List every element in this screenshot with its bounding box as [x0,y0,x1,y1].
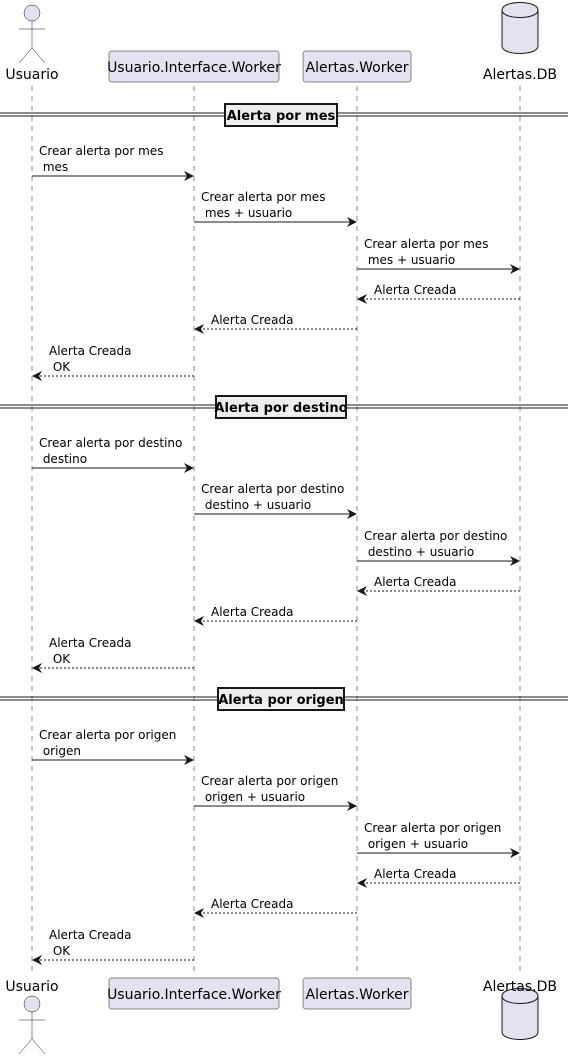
message-db-to-alertas: Alerta Creada [357,283,520,304]
message-interface-to-usuario: Alerta Creada OK [32,636,194,673]
participant-interface-top[interactable]: Usuario.Interface.Worker [107,50,281,83]
message-interface-to-usuario: Alerta Creada OK [32,344,194,381]
message-label: OK [49,944,71,958]
database-icon [501,988,539,1040]
message-label: Alerta Creada [211,605,294,619]
message-label: OK [49,652,71,666]
message-label: destino + usuario [364,545,474,559]
message-alertas-to-interface: Alerta Creada [194,897,357,918]
message-label: destino + usuario [201,498,311,512]
message-interface-to-alertas: Crear alerta por mes mes + usuario [194,190,357,227]
message-label: Crear alerta por origen [39,728,176,742]
participant-name: Alertas.DB [483,979,557,995]
participant-interface-bottom[interactable]: Usuario.Interface.Worker [107,977,281,1010]
message-label: Alerta Creada [49,636,132,650]
lifelines [31,86,521,975]
participant-name: Usuario [5,67,58,83]
participant-name: Usuario.Interface.Worker [107,987,281,1003]
message-alertas-to-interface: Alerta Creada [194,605,357,626]
message-interface-to-alertas: Crear alerta por origen origen + usuario [194,774,357,811]
message-label: destino [39,452,87,466]
message-label: Alerta Creada [374,867,457,881]
section-title: Alerta por mes [227,109,336,124]
participant-usuario-bottom[interactable]: Usuario [5,979,59,1055]
section-title: Alerta por origen [218,693,344,708]
message-interface-to-usuario: Alerta Creada OK [32,928,194,965]
message-label: mes [39,160,68,174]
message-alertas-to-db: Crear alerta por origen origen + usuario [357,821,520,858]
participants: UsuarioUsuarioUsuario.Interface.WorkerUs… [5,2,557,1055]
message-label: Crear alerta por origen [364,821,501,835]
message-label: Crear alerta por destino [201,482,344,496]
message-label: Crear alerta por destino [364,529,507,543]
participant-box [302,50,412,83]
database-icon [501,2,539,54]
section-header-box [215,395,347,419]
message-label: origen + usuario [201,790,305,804]
message-usuario-to-interface: Crear alerta por origen origen [32,728,194,765]
message-db-to-alertas: Alerta Creada [357,867,520,888]
participant-db-bottom[interactable]: Alertas.DB [483,979,557,1040]
participant-name: Alertas.Worker [306,60,409,76]
section-title: Alerta por destino [214,401,347,416]
message-label: origen [39,744,81,758]
message-label: Alerta Creada [211,897,294,911]
message-label: mes + usuario [364,253,455,267]
participant-name: Usuario [5,979,58,995]
message-db-to-alertas: Alerta Creada [357,575,520,596]
actor-icon [18,995,46,1055]
message-alertas-to-db: Crear alerta por destino destino + usuar… [357,529,520,566]
participant-box [108,50,280,83]
participant-alertas-bottom[interactable]: Alertas.Worker [302,977,412,1010]
participant-name: Usuario.Interface.Worker [107,60,281,76]
message-label: Alerta Creada [49,928,132,942]
message-interface-to-alertas: Crear alerta por destino destino + usuar… [194,482,357,519]
message-label: mes + usuario [201,206,292,220]
participant-box [108,977,280,1010]
section-header-box [217,687,345,711]
message-label: OK [49,360,71,374]
message-label: Crear alerta por destino [39,436,182,450]
message-label: Alerta Creada [211,313,294,327]
message-label: Alerta Creada [49,344,132,358]
message-label: origen + usuario [364,837,468,851]
message-alertas-to-interface: Alerta Creada [194,313,357,334]
section-header-box [224,103,338,127]
message-usuario-to-interface: Crear alerta por mes mes [32,144,194,181]
message-label: Alerta Creada [374,575,457,589]
participant-alertas-top[interactable]: Alertas.Worker [302,50,412,83]
message-label: Crear alerta por mes [364,237,488,251]
participant-name: Alertas.DB [483,67,557,83]
participant-usuario-top[interactable]: Usuario [5,4,59,83]
message-label: Crear alerta por mes [201,190,325,204]
message-usuario-to-interface: Crear alerta por destino destino [32,436,194,473]
participant-box [302,977,412,1010]
actor-icon [18,4,46,64]
message-label: Alerta Creada [374,283,457,297]
participant-name: Alertas.Worker [306,987,409,1003]
message-label: Crear alerta por mes [39,144,163,158]
message-label: Crear alerta por origen [201,774,338,788]
message-alertas-to-db: Crear alerta por mes mes + usuario [357,237,520,274]
participant-db-top[interactable]: Alertas.DB [483,2,557,84]
